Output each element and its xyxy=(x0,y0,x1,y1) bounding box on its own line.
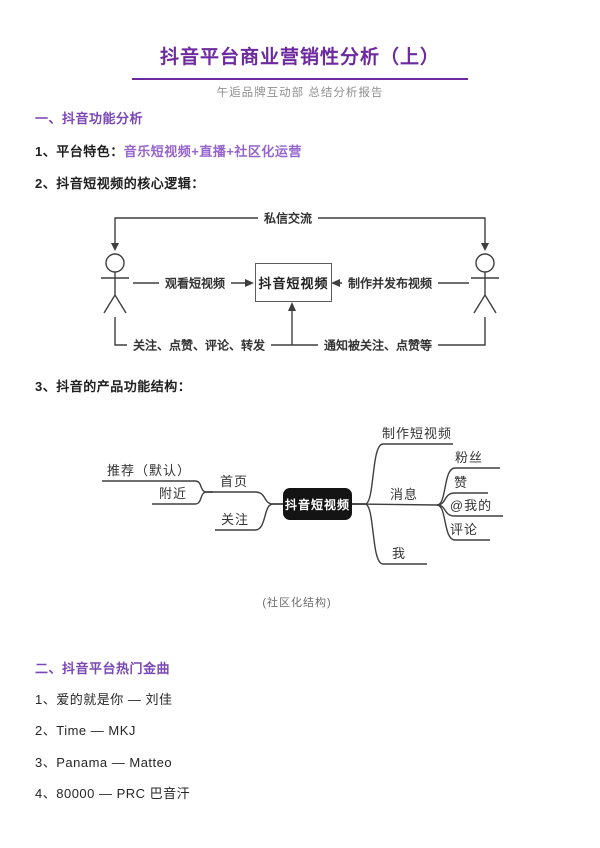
mindmap-node-recommend: 推荐（默认） xyxy=(106,463,192,478)
arrow-up-icon xyxy=(288,302,296,311)
notify-label: 通知被关注、点赞等 xyxy=(317,336,439,354)
mindmap-node-nearby: 附近 xyxy=(158,486,188,501)
mindmap-lines xyxy=(102,443,503,565)
title-wrap: 抖音平台商业营销性分析（上） xyxy=(0,42,600,80)
section1-heading: 一、抖音功能分析 xyxy=(35,111,144,126)
platform-feature-item: 1、平台特色：音乐短视频+直播+社区化运营 xyxy=(35,141,302,160)
mindmap-node-create: 制作短视频 xyxy=(381,426,453,441)
douyin-video-box: 抖音短视频 xyxy=(255,263,332,302)
arrow-left-icon xyxy=(331,279,340,287)
mindmap-node-like: 赞 xyxy=(453,475,469,490)
product-structure-heading: 3、抖音的产品功能结构： xyxy=(35,379,192,394)
arrow-down-right-icon xyxy=(481,243,489,251)
page-title: 抖音平台商业营销性分析（上） xyxy=(131,42,468,80)
creator-person-icon xyxy=(471,253,499,314)
mindmap-node-message: 消息 xyxy=(389,487,419,502)
song-item-4: 4、80000 — PRC 巴音汗 xyxy=(35,786,191,801)
private-message-label: 私信交流 xyxy=(257,209,319,227)
mindmap-branches xyxy=(102,443,503,565)
mindmap-node-comment: 评论 xyxy=(449,522,479,537)
interaction-label: 关注、点赞、评论、转发 xyxy=(126,336,272,354)
mindmap-caption: (社区化结构) xyxy=(262,597,332,609)
feedback-connector xyxy=(114,302,486,346)
mindmap-center-node: 抖音短视频 xyxy=(283,488,352,520)
mindmap-node-home: 首页 xyxy=(219,474,249,489)
viewer-person-icon xyxy=(101,253,129,314)
mindmap-node-fans: 粉丝 xyxy=(454,450,484,465)
section2-heading: 二、抖音平台热门金曲 xyxy=(35,661,171,676)
make-publish-label: 制作并发布视频 xyxy=(341,274,439,292)
page-subtitle: 午逅品牌互动部 总结分析报告 xyxy=(216,87,384,99)
mindmap-node-me: 我 xyxy=(391,546,407,561)
watch-video-label: 观看短视频 xyxy=(158,274,232,292)
mindmap-node-at-me: @我的 xyxy=(449,498,493,513)
platform-feature-highlight: 音乐短视频+直播+社区化运营 xyxy=(123,144,302,159)
arrow-right-icon xyxy=(245,279,254,287)
product-structure-mindmap: 推荐（默认） 附近 首页 关注 制作短视频 消息 我 粉丝 赞 @我的 评论 抖… xyxy=(95,426,505,615)
song-item-2: 2、Time — MKJ xyxy=(35,723,136,738)
arrow-down-left-icon xyxy=(111,243,119,251)
platform-feature-label: 1、平台特色： xyxy=(35,144,124,159)
core-logic-heading: 2、抖音短视频的核心逻辑： xyxy=(35,176,205,191)
mindmap-node-follow: 关注 xyxy=(220,512,250,527)
song-item-3: 3、Panama — Matteo xyxy=(35,755,173,770)
song-item-1: 1、爱的就是你 — 刘佳 xyxy=(35,692,173,707)
core-logic-diagram: 私信交流 观看短视频 制作并发布视频 关注、点赞、评论、转发 通知被关注、点赞等… xyxy=(95,205,500,360)
